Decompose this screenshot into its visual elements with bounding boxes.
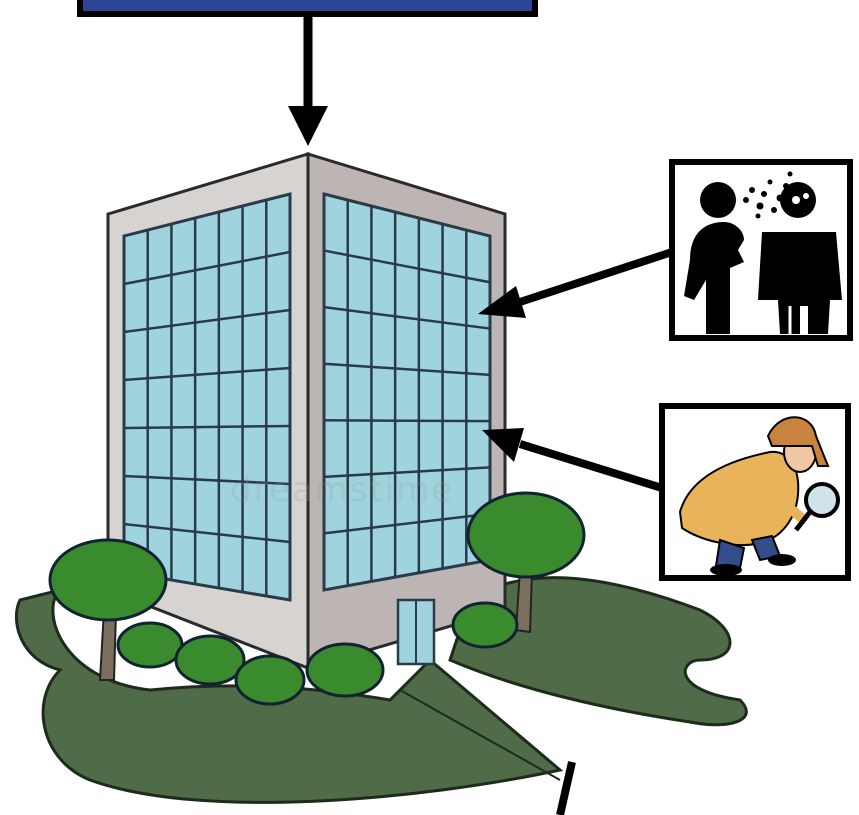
window-mullion xyxy=(123,522,291,544)
arrow-left-icon xyxy=(482,428,664,492)
office-building-icon xyxy=(106,151,507,671)
shrubs xyxy=(116,601,519,706)
droplet xyxy=(743,197,749,203)
droplet xyxy=(767,179,773,185)
window-mullion xyxy=(323,466,491,479)
path-marker xyxy=(556,761,576,815)
droplet xyxy=(787,171,793,177)
tree-right xyxy=(466,491,586,634)
detective-magnifier-icon xyxy=(659,403,851,581)
top-box xyxy=(77,0,538,17)
window-mullion xyxy=(123,308,291,334)
window-mullion xyxy=(323,362,491,377)
droplet xyxy=(783,183,789,189)
droplet xyxy=(749,187,755,193)
window-mullion xyxy=(123,474,291,486)
droplet xyxy=(761,191,767,197)
droplet xyxy=(755,213,761,219)
droplet xyxy=(771,207,777,213)
window-mullion xyxy=(123,250,291,286)
window-mullion xyxy=(123,366,291,382)
window-mullion xyxy=(323,419,491,423)
window-mullion xyxy=(123,424,291,430)
arrow-down-icon xyxy=(288,14,328,146)
window-mullion xyxy=(323,305,491,330)
window-mullion xyxy=(323,512,491,535)
arrow-left-icon xyxy=(478,248,674,318)
window-mullion xyxy=(323,249,491,284)
airborne-transmission-icon xyxy=(669,159,853,341)
droplet xyxy=(776,194,784,202)
tree-left xyxy=(48,538,168,681)
droplet xyxy=(756,202,764,210)
